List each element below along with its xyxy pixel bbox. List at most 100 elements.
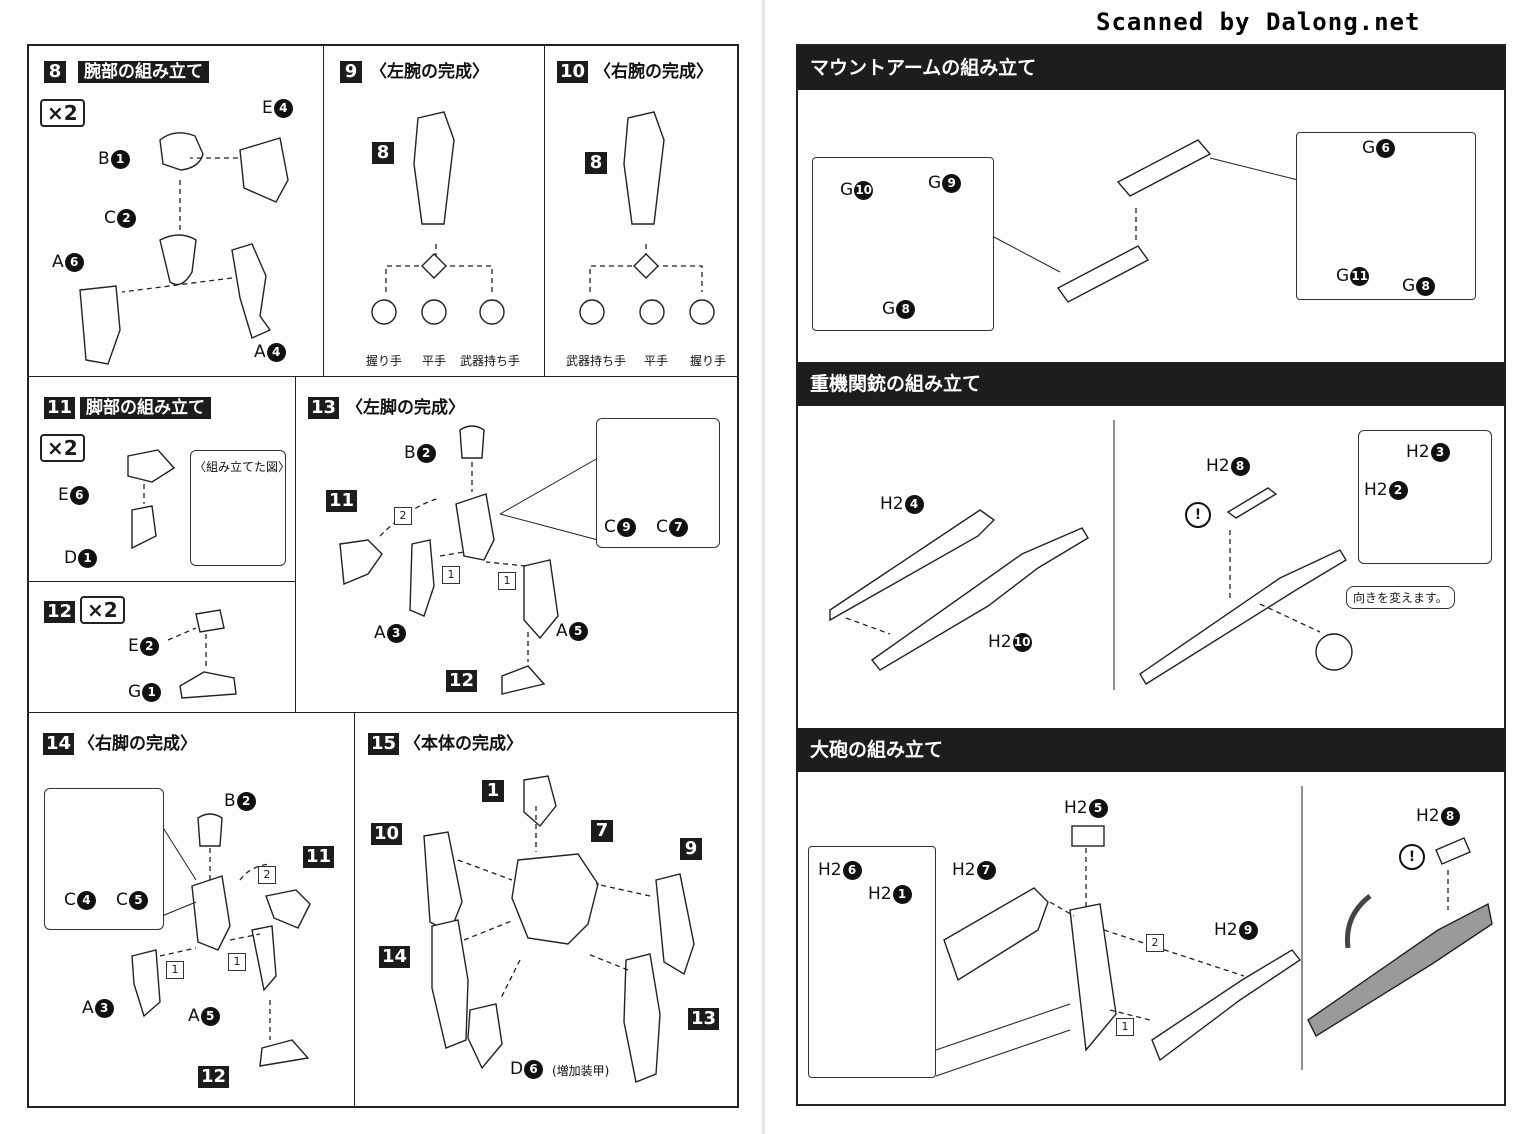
extra-armor-note: (増加装甲) xyxy=(552,1064,610,1078)
step-10-title: 〈右腕の完成〉 xyxy=(594,62,713,82)
step-8-quantity: ×2 xyxy=(40,99,85,127)
hand-label-grip-left: 握り手 xyxy=(366,354,403,368)
step-15-ref-10: 10 xyxy=(371,823,403,845)
step-15-ref-7: 7 xyxy=(591,820,613,842)
step-14-order-1a: 1 xyxy=(166,961,184,979)
assembled-view-label: 〈組み立てた図〉 xyxy=(194,460,291,474)
step-8-title: 腕部の組み立て xyxy=(78,61,209,83)
step-13-number: 13 xyxy=(308,397,340,419)
step-15-number: 15 xyxy=(368,733,400,755)
machine-gun-header: 重機関銃の組み立て xyxy=(796,362,1506,406)
step-14-number: 14 xyxy=(43,733,75,755)
mount-arm-header: マウントアームの組み立て xyxy=(796,46,1506,90)
step-15-ref-13: 13 xyxy=(688,1008,720,1030)
cannon-order-1: 1 xyxy=(1116,1018,1134,1036)
step-14-title: 〈右脚の完成〉 xyxy=(78,734,197,754)
step-15-ref-14: 14 xyxy=(379,946,411,968)
step-12-quantity: ×2 xyxy=(80,596,125,624)
step-11-number: 11 xyxy=(44,397,76,419)
step-9-ref-8: 8 xyxy=(372,142,394,164)
watermark: Scanned by Dalong.net xyxy=(1096,8,1421,36)
step-12-number: 12 xyxy=(44,601,76,623)
cell-step-15 xyxy=(354,712,738,1107)
step-13-order-1a: 1 xyxy=(442,566,460,584)
step-10-ref-8: 8 xyxy=(585,152,607,174)
mount-inset-right xyxy=(1296,132,1476,300)
step-13-title: 〈左脚の完成〉 xyxy=(346,398,465,418)
caution-icon-mg: ! xyxy=(1184,502,1211,528)
step-15-ref-1: 1 xyxy=(482,780,504,802)
step-13-order-1b: 1 xyxy=(498,572,516,590)
step-11-title: 脚部の組み立て xyxy=(80,397,211,419)
caution-icon-cannon: ! xyxy=(1398,844,1425,870)
step-9-title: 〈左腕の完成〉 xyxy=(370,62,489,82)
orientation-note: 向きを変えます。 xyxy=(1346,586,1455,609)
hand-label-weapon-right: 武器持ち手 xyxy=(566,354,627,368)
cannon-header: 大砲の組み立て xyxy=(796,728,1506,772)
assembled-view-inset xyxy=(190,450,286,566)
step-10-number: 10 xyxy=(557,61,589,83)
page-fold xyxy=(762,0,765,1134)
step-14-ref-12: 12 xyxy=(198,1066,230,1088)
mg-inset xyxy=(1358,430,1492,564)
part-B1-shape xyxy=(159,132,204,171)
cannon-order-2: 2 xyxy=(1146,934,1164,952)
step-8-number: 8 xyxy=(44,61,66,83)
hand-label-weapon-left: 武器持ち手 xyxy=(460,354,521,368)
step-14-order-1b: 1 xyxy=(228,953,246,971)
step-11-quantity: ×2 xyxy=(40,434,85,462)
step-13-detail-inset xyxy=(596,418,720,548)
right-frame xyxy=(796,44,1506,1106)
hand-label-open-left: 平手 xyxy=(422,354,447,368)
step-13-order-2: 2 xyxy=(394,507,412,525)
step-13-ref-11: 11 xyxy=(326,490,358,512)
hand-label-grip-right: 握り手 xyxy=(690,354,727,368)
hand-label-open-right: 平手 xyxy=(644,354,669,368)
step-14-ref-11: 11 xyxy=(303,846,335,868)
cannon-inset xyxy=(808,846,936,1078)
step-15-ref-9: 9 xyxy=(680,838,702,860)
step-14-order-2: 2 xyxy=(258,866,276,884)
step-9-number: 9 xyxy=(340,61,362,83)
step-13-ref-12: 12 xyxy=(446,670,478,692)
left-illustrations xyxy=(53,111,715,1083)
step-15-title: 〈本体の完成〉 xyxy=(404,734,523,754)
